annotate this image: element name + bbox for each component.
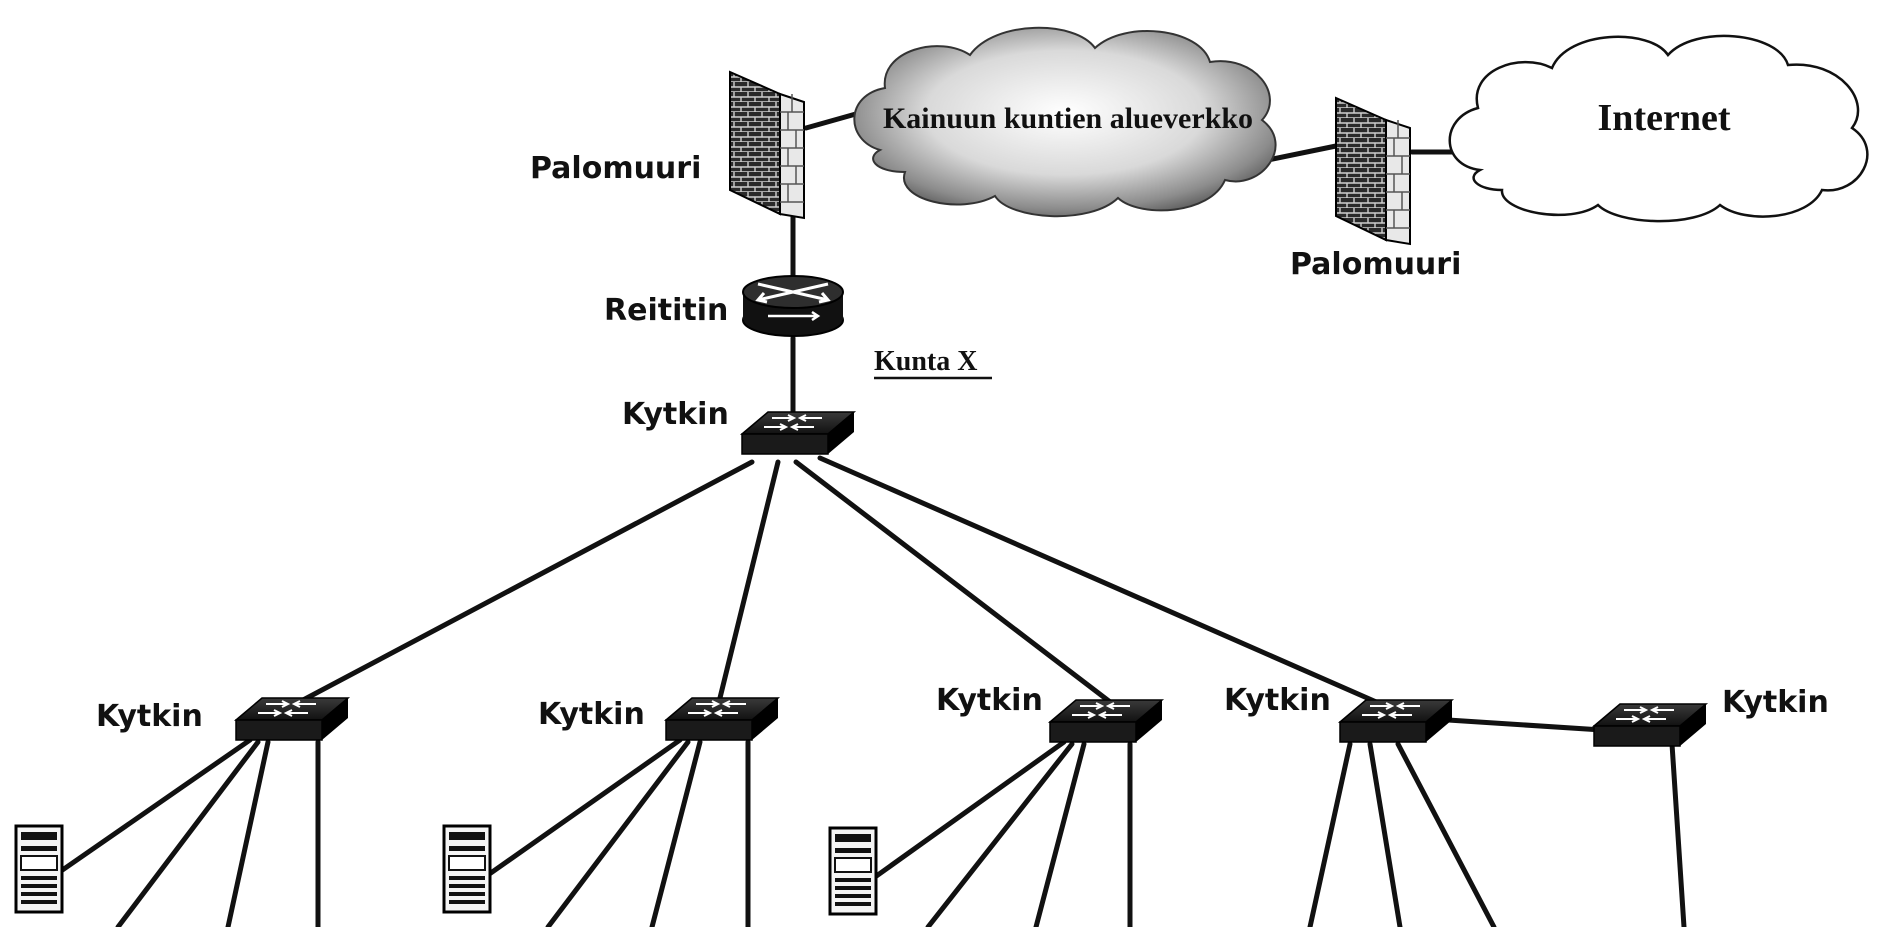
link-switch1-drop-a (115, 739, 261, 927)
regional-network-cloud: Kainuun kuntien alueverkko (853, 26, 1277, 218)
link-switch1-drop-b (225, 739, 271, 927)
switch-1-icon (235, 697, 349, 741)
router-icon (742, 275, 844, 337)
link-core-switch2 (715, 459, 781, 709)
link-switch5-drop (1669, 741, 1687, 927)
site-label: Kunta X (874, 346, 977, 377)
internet-label: Internet (1598, 97, 1731, 139)
link-switch2-drop-a (545, 739, 691, 927)
link-switch4-switch5 (1445, 717, 1605, 733)
link-core-switch4 (817, 455, 1393, 711)
link-switch4-drop-b (1367, 741, 1403, 927)
link-switch2-drop-b (649, 739, 703, 927)
firewall-right (1335, 97, 1411, 245)
switch-1-label: Kytkin (96, 699, 203, 734)
link-switch4-drop-c (1395, 741, 1497, 927)
core-switch-icon (741, 411, 855, 455)
server-1-icon (14, 824, 64, 914)
firewall-right-label: Palomuuri (1290, 247, 1461, 282)
link-regional-firewall-right (1265, 143, 1339, 163)
switch-4-label: Kytkin (1224, 683, 1331, 718)
link-switch3-drop-a (925, 741, 1075, 927)
internet-cloud: Internet (1448, 34, 1869, 223)
link-switch3-drop-b (1033, 741, 1087, 927)
switch-2-label: Kytkin (538, 697, 645, 732)
link-core-switch1 (285, 459, 755, 711)
switch-5-icon (1593, 703, 1707, 747)
server-3-icon (828, 826, 878, 916)
switch-3-icon (1049, 699, 1163, 743)
switch-4-icon (1339, 699, 1453, 743)
switch-2-icon (665, 697, 779, 741)
regional-network-label: Kainuun kuntien alueverkko (883, 102, 1253, 135)
link-switch3-server (865, 739, 1067, 885)
core-switch-label: Kytkin (622, 397, 729, 432)
link-core-switch3 (793, 459, 1121, 711)
server-2-icon (442, 824, 492, 914)
switch-5-label: Kytkin (1722, 685, 1829, 720)
firewall-left-label: Palomuuri (530, 151, 701, 186)
switch-3-label: Kytkin (936, 683, 1043, 718)
router-label: Reititin (604, 293, 728, 328)
link-switch1-server (45, 737, 253, 883)
link-switch4-drop-a (1307, 741, 1353, 927)
firewall-left (729, 71, 805, 219)
link-switch2-server (475, 737, 683, 885)
links (45, 107, 1687, 927)
